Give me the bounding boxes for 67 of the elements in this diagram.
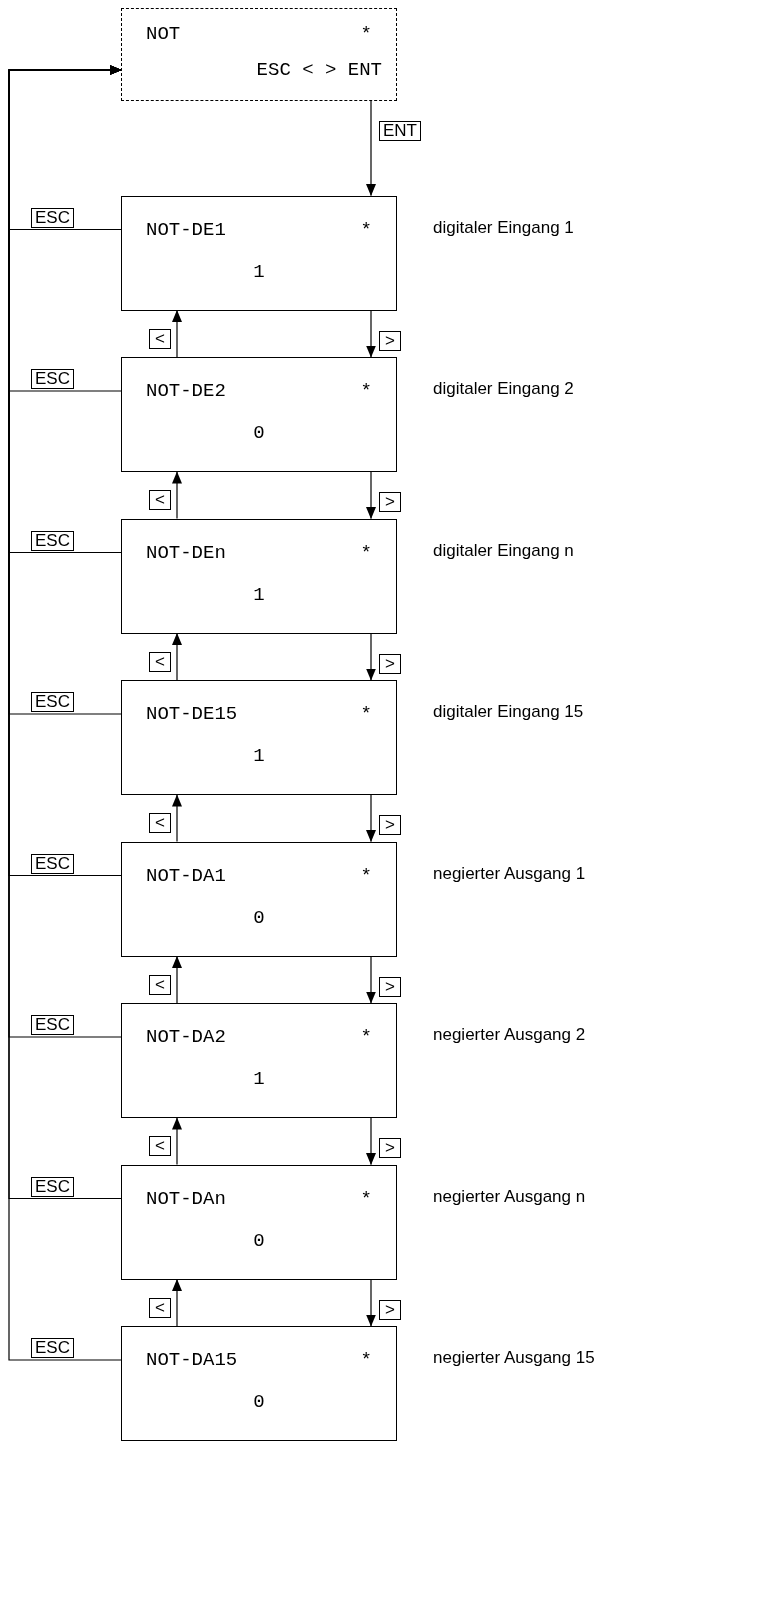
key-label: > (379, 815, 401, 835)
key-label: < (149, 813, 171, 833)
value-text: 0 (252, 1229, 266, 1252)
asterisk-mark: * (360, 380, 372, 402)
description-text: negierter Ausgang 1 (433, 863, 586, 884)
menu-title: NOT-DAn (146, 1187, 226, 1210)
menu-title: NOT-DA15 (146, 1349, 238, 1371)
key-label: < (149, 974, 171, 995)
asterisk-mark: * (360, 541, 372, 564)
key-label: ESC (31, 1176, 74, 1197)
menu-title: NOT-DA1 (146, 864, 226, 887)
display-screen (121, 1326, 397, 1441)
description-text: negierter Ausgang 2 (433, 1025, 586, 1045)
display-screen (121, 8, 397, 101)
display-screen (121, 1164, 397, 1280)
menu-title: NOT-DEn (146, 541, 226, 564)
description-text: digitaler Eingang 2 (433, 379, 574, 399)
value-text: 0 (252, 1391, 266, 1413)
description-text: negierter Ausgang n (433, 1186, 586, 1207)
key-label: > (379, 330, 401, 351)
value-text: 1 (252, 260, 266, 283)
asterisk-mark: * (360, 864, 372, 887)
value-text: 0 (252, 422, 266, 444)
key-hint: ESC < > ENT (256, 59, 382, 81)
value-text: 1 (252, 1068, 266, 1090)
key-label: < (149, 651, 171, 672)
key-label: > (379, 1138, 401, 1158)
key-label: ESC (31, 1015, 74, 1035)
key-label: ESC (31, 530, 74, 551)
description-text: digitaler Eingang 1 (433, 217, 574, 238)
key-label: < (149, 490, 171, 510)
display-screen (121, 195, 397, 311)
description-text: digitaler Eingang 15 (433, 702, 584, 722)
asterisk-mark: * (360, 218, 372, 241)
display-screen (121, 841, 397, 957)
value-text: 0 (252, 906, 266, 929)
key-label: < (149, 328, 171, 349)
menu-title: NOT-DE2 (146, 380, 226, 402)
asterisk-mark: * (360, 1187, 372, 1210)
asterisk-mark: * (360, 703, 372, 725)
key-label: < (149, 1136, 171, 1156)
description-text: negierter Ausgang 15 (433, 1348, 595, 1368)
key-label: ESC (31, 853, 74, 874)
key-label: ESC (31, 369, 74, 389)
value-text: 1 (252, 745, 266, 767)
key-label: ESC (31, 1338, 74, 1358)
key-label: > (379, 492, 401, 512)
display-screen (121, 357, 397, 472)
key-label: > (379, 1299, 401, 1320)
key-label: ESC (31, 207, 74, 228)
menu-title: NOT-DA2 (146, 1026, 226, 1048)
display-screen (121, 1003, 397, 1118)
asterisk-mark: * (360, 1349, 372, 1371)
key-label: > (379, 976, 401, 997)
key-label: > (379, 653, 401, 674)
key-label: ESC (31, 692, 74, 712)
asterisk-mark: * (360, 1026, 372, 1048)
menu-title: NOT-DE15 (146, 703, 238, 725)
description-text: digitaler Eingang n (433, 540, 574, 561)
display-screen (121, 518, 397, 634)
menu-title: NOT (146, 23, 181, 45)
menu-title: NOT-DE1 (146, 218, 226, 241)
key-label: ENT (379, 121, 421, 141)
asterisk-mark: * (360, 23, 372, 45)
display-screen (121, 680, 397, 795)
value-text: 1 (252, 583, 266, 606)
key-label: < (149, 1297, 171, 1318)
